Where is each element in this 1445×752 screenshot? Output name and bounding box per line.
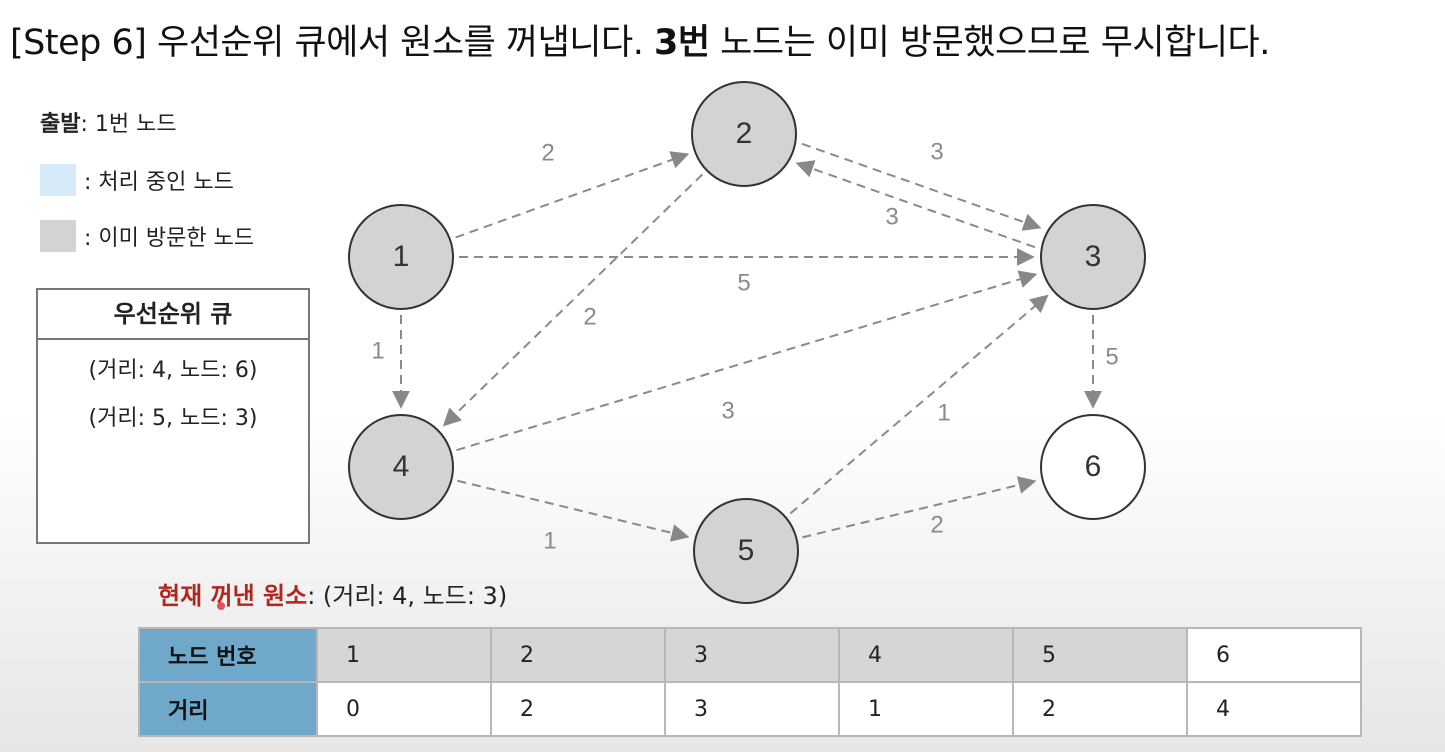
- edge-weight-4-5: 1: [543, 527, 556, 554]
- legend-start: 출발: 1번 노드: [40, 106, 177, 138]
- legend-processing: : 처리 중인 노드: [40, 164, 234, 196]
- node-label-2: 2: [736, 117, 753, 150]
- legend-visited-label: : 이미 방문한 노드: [84, 226, 255, 251]
- legend-processing-label: : 처리 중인 노드: [84, 170, 234, 195]
- step-title: [Step 6] 우선순위 큐에서 원소를 꺼냅니다. 3번 노드는 이미 방문…: [10, 14, 1270, 65]
- priority-queue-header: 우선순위 큐: [38, 290, 308, 340]
- node-id-cell: 6: [1186, 627, 1362, 683]
- edge-5-6: [802, 476, 1037, 539]
- distance-cell: 4: [1186, 681, 1362, 737]
- node-label-5: 5: [738, 534, 755, 567]
- edge-weight-1-3: 5: [737, 269, 750, 296]
- edge-weight-3-2: 3: [885, 203, 898, 230]
- distance-cell: 3: [664, 681, 840, 737]
- legend-start-value: : 1번 노드: [80, 112, 177, 137]
- node-3: [1040, 204, 1146, 310]
- edge-weight-3-6: 5: [1105, 343, 1118, 370]
- node-2: [691, 81, 797, 187]
- node-4: [348, 414, 454, 520]
- node-id-cell: 4: [838, 627, 1014, 683]
- node-6: [1040, 414, 1146, 520]
- distance-cell: 1: [838, 681, 1014, 737]
- visited-swatch: [40, 220, 76, 252]
- distance-row: 거리 0 2 3 1 2 4: [138, 681, 1362, 737]
- node-1: [348, 204, 454, 310]
- priority-queue-box: 우선순위 큐 (거리: 4, 노드: 6) (거리: 5, 노드: 3): [36, 288, 310, 544]
- current-element-label: 현재 꺼낸 원소: [158, 582, 308, 610]
- edge-weight-5-6: 2: [930, 511, 943, 538]
- edge-weight-2-4: 2: [583, 303, 596, 330]
- edge-weight-1-2: 2: [541, 139, 554, 166]
- legend-start-label: 출발: [40, 112, 81, 137]
- distance-cell: 0: [316, 681, 492, 737]
- title-text-1: 우선순위 큐에서 원소를 꺼냅니다.: [146, 23, 654, 63]
- edge-weight-1-4: 1: [371, 337, 384, 364]
- edge-1-2: [455, 151, 690, 239]
- node-5: [693, 498, 799, 604]
- distance-cell: 2: [1012, 681, 1188, 737]
- edge-4-3: [456, 270, 1038, 452]
- title-bold-node: 3번: [653, 23, 710, 63]
- edge-2-3: [801, 142, 1042, 231]
- current-element-value: : (거리: 4, 노드: 3): [307, 582, 508, 610]
- node-label-3: 3: [1085, 240, 1102, 273]
- node-id-cell: 2: [490, 627, 666, 683]
- current-element: 현재 꺼낸 원소: (거리: 4, 노드: 3): [158, 576, 507, 611]
- title-text-2: 노드는 이미 방문했으므로 무시합니다.: [709, 23, 1270, 63]
- node-label-1: 1: [393, 240, 410, 273]
- cursor-dot: [217, 602, 225, 610]
- edge-5-3: [789, 294, 1049, 515]
- node-label-6: 6: [1085, 450, 1102, 483]
- processing-swatch: [40, 164, 76, 196]
- edge-weight-2-3: 3: [930, 138, 943, 165]
- distance-cell: 2: [490, 681, 666, 737]
- node-id-row: 노드 번호 1 2 3 4 5 6: [138, 627, 1362, 683]
- edge-3-2: [795, 160, 1036, 249]
- distance-table: 노드 번호 1 2 3 4 5 6 거리 0 2 3 1 2 4: [138, 627, 1362, 737]
- edge-2-4: [442, 173, 704, 427]
- edge-weight-4-3: 3: [721, 397, 734, 424]
- edge-4-5: [457, 479, 690, 542]
- legend-visited: : 이미 방문한 노드: [40, 220, 254, 252]
- distance-header: 거리: [138, 681, 318, 737]
- node-id-header: 노드 번호: [138, 627, 318, 683]
- priority-queue-item: (거리: 4, 노드: 6): [88, 358, 258, 383]
- node-id-cell: 1: [316, 627, 492, 683]
- node-label-4: 4: [393, 450, 410, 483]
- step-label: [Step 6]: [10, 23, 147, 63]
- edge-weight-5-3: 1: [937, 399, 950, 426]
- node-id-cell: 3: [664, 627, 840, 683]
- node-id-cell: 5: [1012, 627, 1188, 683]
- priority-queue-item: (거리: 5, 노드: 3): [88, 406, 258, 431]
